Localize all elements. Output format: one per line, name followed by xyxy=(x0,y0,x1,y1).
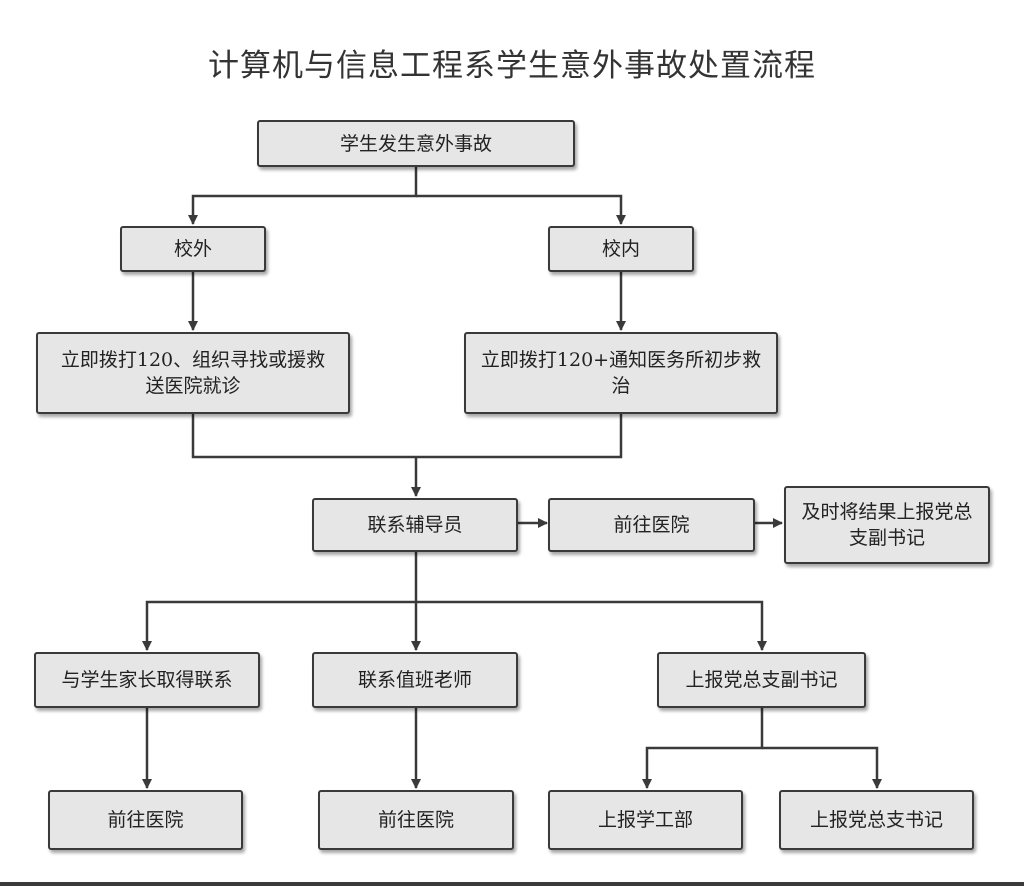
node-off-campus: 校外 xyxy=(120,226,266,272)
node-report-student-affairs: 上报学工部 xyxy=(548,790,743,850)
node-go-hospital-parents: 前往医院 xyxy=(48,790,243,850)
connector-merge-left xyxy=(191,414,623,459)
connector-counselor-deputy xyxy=(416,600,767,651)
connector-deputy-secretary xyxy=(762,746,882,789)
node-accident: 学生发生意外事故 xyxy=(257,120,575,167)
connector-accident-oncampus xyxy=(416,194,626,225)
connector-counselor-split xyxy=(142,552,418,651)
page-title: 计算机与信息工程系学生意外事故处置流程 xyxy=(208,48,816,84)
node-report-result: 及时将结果上报党总支副书记 xyxy=(784,486,990,564)
node-on-campus-action: 立即拨打120+通知医务所初步救治 xyxy=(464,332,778,414)
node-contact-counselor: 联系辅导员 xyxy=(312,498,518,552)
node-on-campus: 校内 xyxy=(548,226,694,272)
node-report-deputy-secretary: 上报党总支副书记 xyxy=(657,652,866,708)
node-report-party-secretary: 上报党总支书记 xyxy=(779,790,974,850)
connector-accident-split xyxy=(188,167,418,225)
node-off-campus-action: 立即拨打120、组织寻找或援救送医院就诊 xyxy=(36,332,350,414)
connector-deputy-split xyxy=(642,708,764,789)
node-contact-duty-teacher: 联系值班老师 xyxy=(312,652,518,708)
node-go-hospital-main: 前往医院 xyxy=(548,498,755,552)
bottom-rule xyxy=(0,882,1024,886)
node-contact-parents: 与学生家长取得联系 xyxy=(34,652,260,708)
node-go-hospital-duty: 前往医院 xyxy=(318,790,514,850)
